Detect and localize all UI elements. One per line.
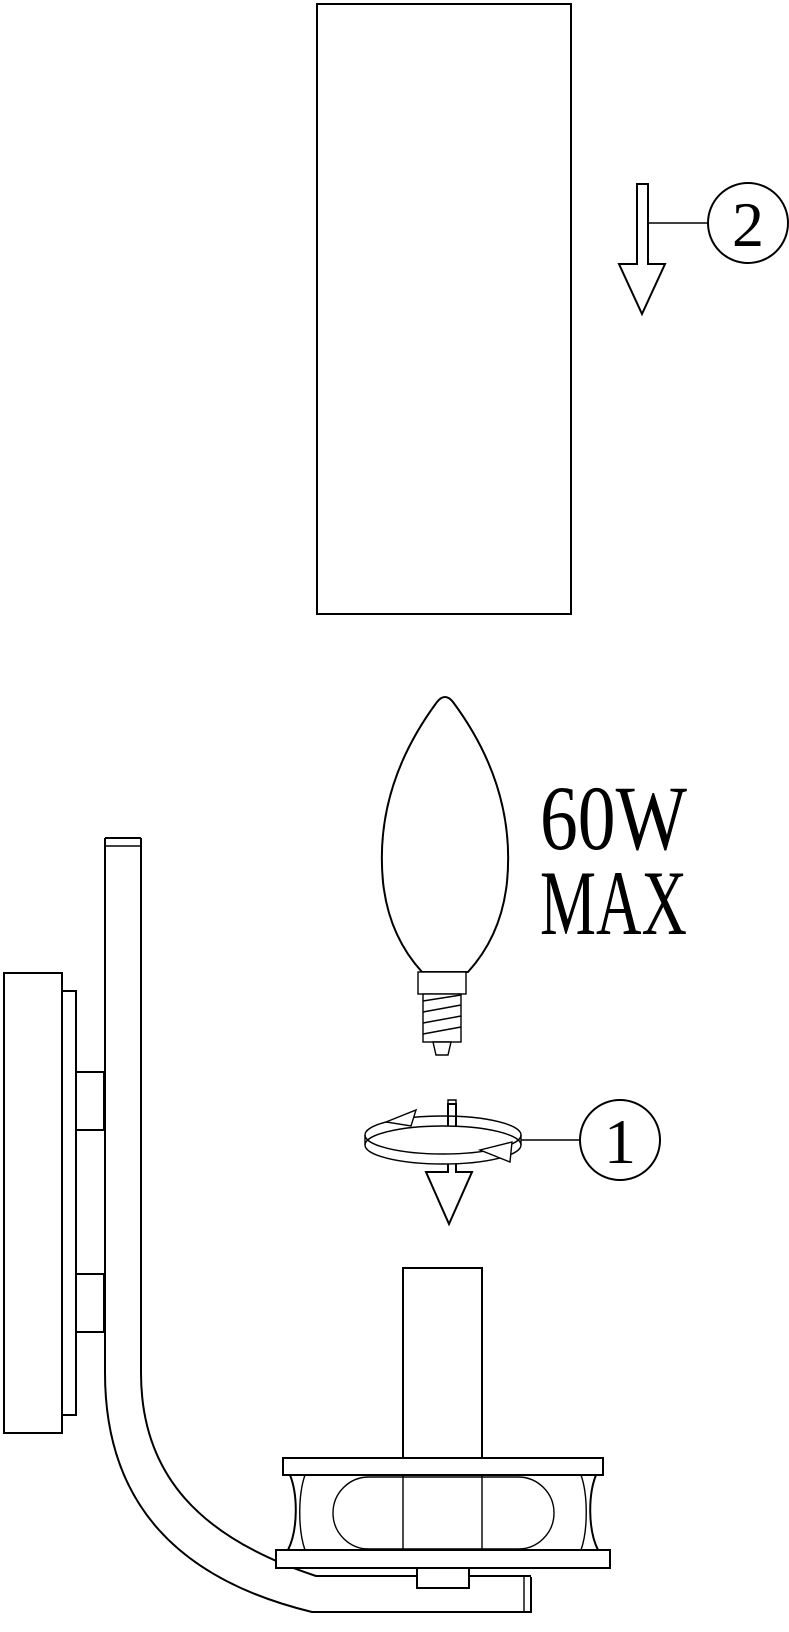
step-2-number: 2 bbox=[732, 189, 764, 260]
step-2-callout: 2 bbox=[707, 182, 789, 264]
down-arrow-icon bbox=[617, 183, 667, 317]
wattage-line-2: MAX bbox=[540, 852, 687, 954]
wattage-line-1: 60W bbox=[540, 767, 687, 869]
lamp-shade bbox=[316, 3, 572, 615]
socket-cup bbox=[275, 1267, 611, 1589]
wall-plate bbox=[3, 972, 105, 1434]
step-1-number: 1 bbox=[604, 1106, 636, 1177]
candle-bulb bbox=[380, 696, 510, 1056]
rotate-arrows-icon bbox=[364, 1099, 522, 1227]
step-1-callout: 1 bbox=[579, 1099, 661, 1181]
